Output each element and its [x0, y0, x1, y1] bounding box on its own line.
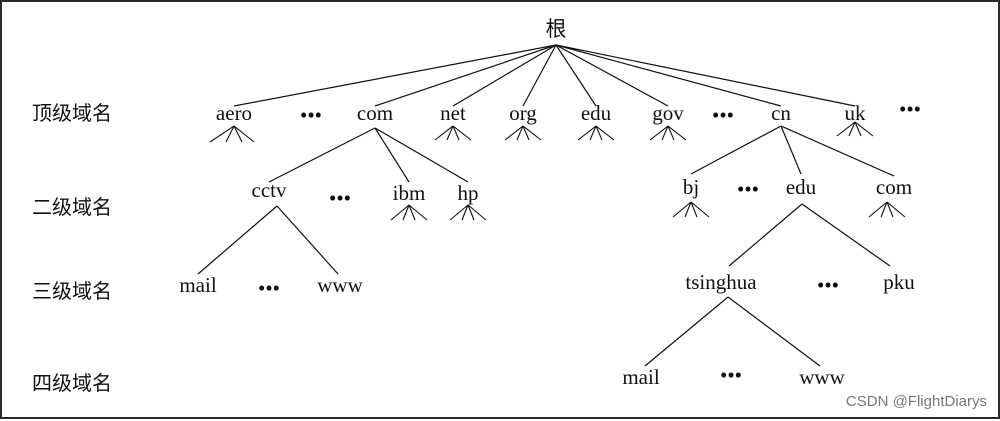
- fourth-node-www: www: [799, 365, 845, 389]
- watermark: CSDN @FlightDiarys: [846, 393, 987, 410]
- sld-node-com: com: [876, 175, 912, 199]
- ellipsis-sld-2: •••: [737, 177, 759, 201]
- tld-node-uk: uk: [845, 101, 867, 125]
- cctv-edges: [197, 205, 339, 275]
- ellipsis-third-2: •••: [817, 273, 839, 297]
- subtree-fans-tld: [209, 121, 874, 143]
- sld-node-cctv: cctv: [252, 178, 287, 202]
- third-node-tsinghua: tsinghua: [685, 270, 757, 294]
- sld-node-ibm: ibm: [393, 181, 426, 205]
- third-node-pku: pku: [883, 270, 915, 294]
- ellipsis-tld-2: •••: [712, 103, 734, 127]
- ellipsis-sld-1: •••: [329, 186, 351, 210]
- tld-node-edu: edu: [581, 101, 612, 125]
- ellipsis-tld-1: •••: [300, 103, 322, 127]
- third-node-www: www: [317, 273, 363, 297]
- com-edges: [268, 127, 469, 183]
- fourth-node-mail: mail: [622, 365, 659, 389]
- ellipsis-fourth-1: •••: [720, 363, 742, 387]
- tld-node-net: net: [440, 101, 466, 125]
- level-label-top: 顶级域名: [32, 101, 112, 125]
- root-node: 根: [546, 17, 567, 41]
- third-node-mail: mail: [179, 273, 216, 297]
- edu-edges: [728, 203, 891, 267]
- level-label-fourth: 四级域名: [32, 371, 112, 395]
- cn-edges: [690, 125, 895, 177]
- tld-node-aero: aero: [216, 101, 252, 125]
- ellipsis-tld-3: •••: [899, 97, 921, 121]
- tld-node-cn: cn: [771, 101, 791, 125]
- level-label-third: 三级域名: [32, 279, 112, 303]
- sld-node-edu: edu: [786, 175, 817, 199]
- tsinghua-edges: [644, 296, 821, 367]
- sld-node-bj: bj: [683, 175, 699, 199]
- ellipsis-third-1: •••: [258, 276, 280, 300]
- subtree-fans-sld: [390, 201, 906, 221]
- root-edges: [233, 44, 856, 107]
- tld-node-com: com: [357, 101, 393, 125]
- sld-node-hp: hp: [458, 181, 479, 205]
- level-label-second: 二级域名: [32, 195, 112, 219]
- tld-node-org: org: [509, 101, 537, 125]
- tld-node-gov: gov: [652, 101, 684, 125]
